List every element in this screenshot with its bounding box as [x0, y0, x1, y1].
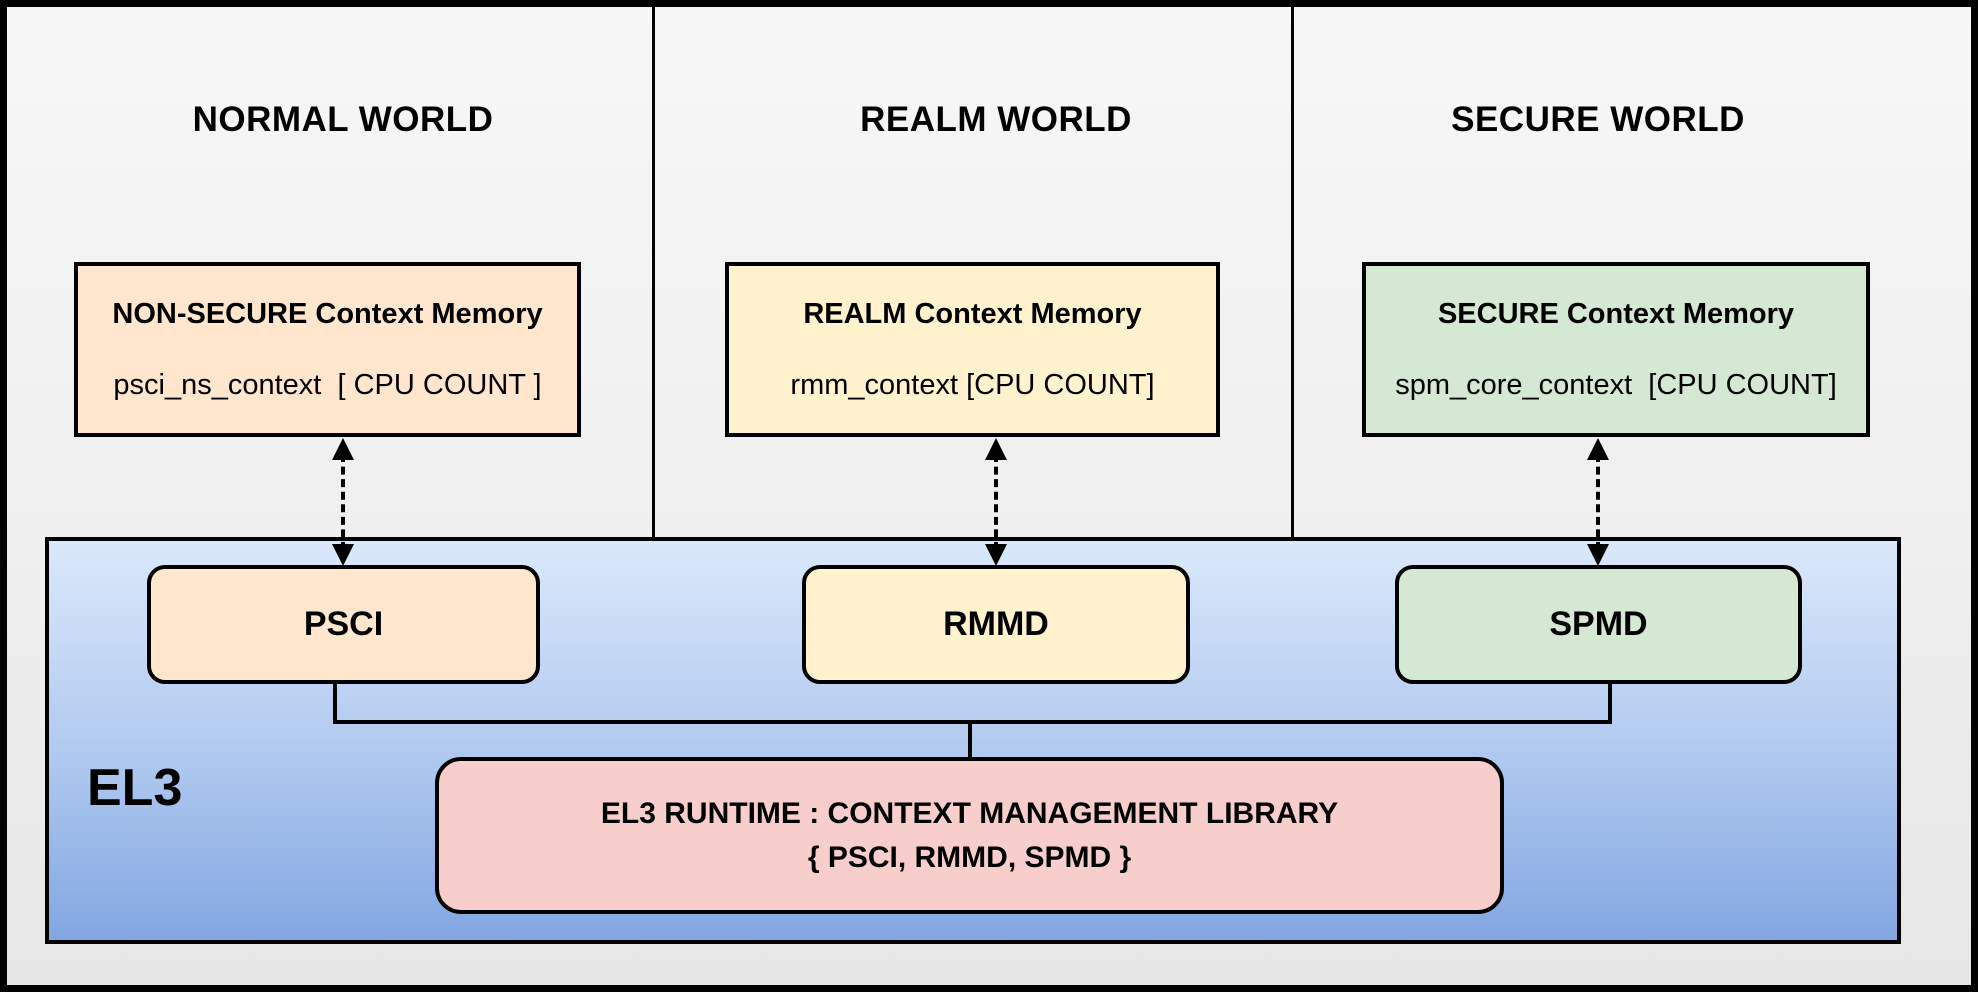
library-connector-line: [968, 720, 972, 760]
el3-runtime-library-title: EL3 RUNTIME : CONTEXT MANAGEMENT LIBRARY: [600, 796, 1339, 830]
secure-dashed-double-arrow: [1585, 438, 1611, 566]
non-secure-context-memory-code: psci_ns_context [ CPU COUNT ]: [113, 368, 542, 401]
arrowhead-up-icon: [1587, 438, 1609, 460]
secure-world-title: SECURE WORLD: [1451, 100, 1745, 139]
spmd-label: SPMD: [1549, 605, 1648, 643]
el3-runtime-library-box: EL3 RUNTIME : CONTEXT MANAGEMENT LIBRARY…: [435, 757, 1504, 914]
normal-world-title: NORMAL WORLD: [192, 100, 494, 139]
normal-dashed-double-arrow: [330, 438, 356, 566]
rmmd-label: RMMD: [943, 605, 1049, 643]
world-divider-realm-secure: [1291, 0, 1294, 537]
secure-context-memory-box: SECURE Context Memory spm_core_context […: [1362, 262, 1870, 437]
realm-context-memory-box: REALM Context Memory rmm_context [CPU CO…: [725, 262, 1220, 437]
arrowhead-down-icon: [332, 544, 354, 566]
realm-dashed-double-arrow: [983, 438, 1009, 566]
dashed-line: [1596, 454, 1600, 550]
arrowhead-up-icon: [332, 438, 354, 460]
psci-connector-line: [333, 681, 337, 724]
dashed-line: [341, 454, 345, 550]
secure-context-memory-title: SECURE Context Memory: [1437, 297, 1795, 330]
arrowhead-up-icon: [985, 438, 1007, 460]
spmd-connector-line: [1608, 683, 1612, 724]
secure-context-memory-code: spm_core_context [CPU COUNT]: [1395, 368, 1837, 401]
rmmd-box: RMMD: [802, 565, 1190, 684]
dashed-line: [994, 454, 998, 550]
spmd-box: SPMD: [1395, 565, 1802, 684]
arrowhead-down-icon: [985, 544, 1007, 566]
non-secure-context-memory-title: NON-SECURE Context Memory: [112, 297, 543, 330]
el3-label: EL3: [87, 759, 183, 817]
psci-label: PSCI: [303, 605, 384, 643]
non-secure-context-memory-box: NON-SECURE Context Memory psci_ns_contex…: [74, 262, 581, 437]
realm-context-memory-code: rmm_context [CPU COUNT]: [790, 368, 1155, 401]
connector-bus-line: [333, 720, 1612, 724]
realm-world-title: REALM WORLD: [860, 100, 1132, 139]
arrowhead-down-icon: [1587, 544, 1609, 566]
world-divider-normal-realm: [652, 0, 655, 537]
realm-context-memory-title: REALM Context Memory: [803, 297, 1142, 330]
el3-runtime-library-members: { PSCI, RMMD, SPMD }: [807, 840, 1132, 874]
psci-box: PSCI: [147, 565, 540, 684]
